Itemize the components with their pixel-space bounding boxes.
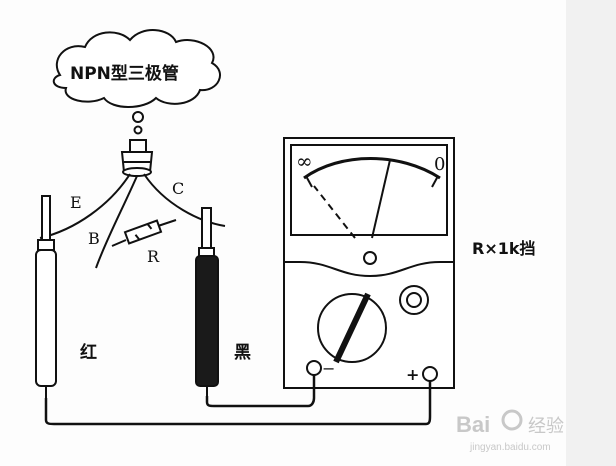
resistor-label: R: [147, 247, 160, 266]
thought-bubble-2: [133, 125, 143, 135]
multimeter: [283, 137, 455, 389]
cloud-bubble: [52, 29, 221, 108]
black-probe: [195, 207, 219, 396]
watermark-url: jingyan.baidu.com: [469, 442, 551, 453]
watermark-brand2: 经验: [528, 416, 564, 436]
scale-infinity-label: ∞: [296, 149, 313, 173]
collector-lead: [143, 173, 226, 227]
black-wire: [205, 375, 316, 408]
transistor-leads: [39, 173, 226, 269]
paw-icon: [501, 409, 523, 431]
resistor: [111, 219, 177, 247]
collector-label: C: [172, 179, 184, 198]
watermark-brand: Bai: [456, 412, 490, 437]
range-label: R×1k挡: [472, 239, 536, 258]
scale-zero-label: 0: [434, 154, 445, 175]
test-wires: [44, 375, 432, 426]
red-probe: [35, 195, 57, 398]
thought-bubble-1: [132, 111, 144, 123]
base-label: B: [88, 229, 100, 248]
cloud-label: NPN型三极管: [70, 63, 179, 84]
watermark: Bai 经验 jingyan.baidu.com: [456, 409, 564, 453]
minus-terminal-label: −: [322, 359, 335, 378]
emitter-label: E: [70, 193, 82, 212]
plus-terminal-label: +: [406, 365, 419, 384]
red-probe-label: 红: [80, 342, 97, 363]
black-probe-label: 黑: [234, 343, 251, 363]
base-lead: [95, 175, 138, 269]
emitter-lead: [39, 173, 131, 239]
transistor-body: [120, 139, 154, 177]
side-band: [566, 0, 616, 466]
red-wire: [44, 381, 432, 426]
